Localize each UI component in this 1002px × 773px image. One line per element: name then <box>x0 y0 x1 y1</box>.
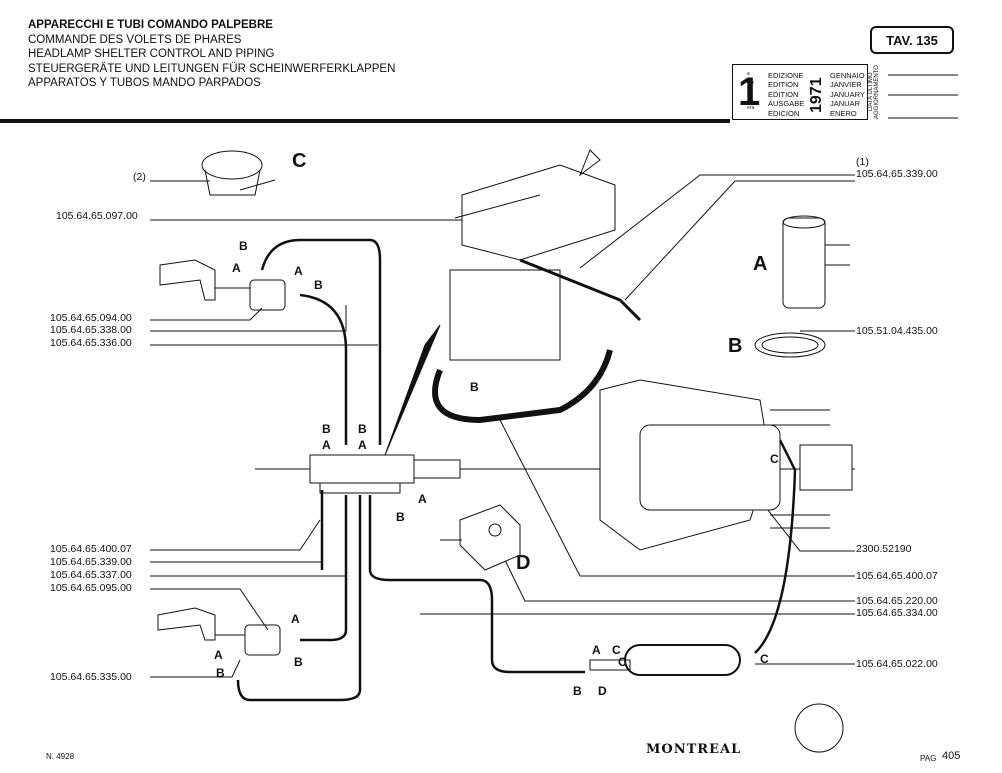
note-1-label: (1) <box>856 156 869 168</box>
part-number-label: 105.64.65.400.07 <box>856 570 938 582</box>
edition-word: EDITION <box>768 80 799 90</box>
upper-cylinder <box>249 279 286 311</box>
part-number-label: 105.64.65.339.00 <box>856 168 938 180</box>
edition-suffix: st <box>747 88 751 94</box>
callout-letter: C <box>612 643 621 657</box>
part-number-label: 105.64.65.335.00 <box>50 671 132 683</box>
hose <box>432 349 613 424</box>
page-label: PAG <box>920 754 937 763</box>
letter-b-big: B <box>728 335 743 357</box>
distributor-block <box>309 454 415 484</box>
pipe <box>754 439 797 654</box>
callout-letter: A <box>214 648 223 662</box>
part-b-clip <box>754 332 826 358</box>
callout-letter: B <box>314 278 323 292</box>
table-number-badge: TAV. 135 <box>870 26 954 54</box>
valve-d <box>459 504 521 571</box>
edition-word: EDIZIONE <box>768 71 804 80</box>
lower-lever <box>157 607 216 641</box>
callout-letter: B <box>294 655 303 669</box>
part-number-label: 105.64.65.339.00 <box>50 556 132 568</box>
callout-letter: A <box>294 264 303 278</box>
edition-words: EDIZIONE EDITION EDITION AUSGABE EDICION <box>768 71 804 118</box>
pipe <box>299 293 348 445</box>
part-number-label: 105.64.65.336.00 <box>50 337 132 349</box>
callout-letter: B <box>358 422 367 436</box>
pipe <box>236 495 362 702</box>
edition-month: JANVIER <box>830 80 862 90</box>
brand-logo-text: MONTREAL <box>646 742 742 757</box>
callout-letter: C <box>770 452 779 466</box>
vacuum-reservoir <box>624 644 741 676</box>
pipe <box>300 495 348 642</box>
edition-box <box>732 64 868 120</box>
headlamp-unit <box>461 164 616 261</box>
part-number-label: 105.64.65.094.00 <box>50 312 132 324</box>
part-number-label: 2300.52190 <box>856 543 912 555</box>
part-number-label: 105.64.65.337.00 <box>50 569 132 581</box>
pointer-arrow <box>384 324 441 456</box>
edition-months: GENNAIO JANVIER JANUARY JANUAR ENERO <box>830 71 865 118</box>
part-number-label: 105.64.65.097.00 <box>56 210 138 222</box>
callout-letter: B <box>239 239 248 253</box>
callout-letter: B <box>396 510 405 524</box>
callout-letter: B <box>573 684 582 698</box>
pipe <box>260 238 382 445</box>
part-number-label: 105.64.65.220.00 <box>856 595 938 607</box>
callout-letter: A <box>592 643 601 657</box>
edition-word: EDICION <box>768 108 800 118</box>
part-number-label: 105.64.65.338.00 <box>50 324 132 336</box>
logo-emblem <box>794 703 844 753</box>
edition-suffix: ere <box>747 79 755 86</box>
pipe <box>368 495 585 674</box>
vacuum-pipe <box>519 258 642 322</box>
edition-word: AUSGABE <box>768 99 805 109</box>
title-en: HEADLAMP SHELTER CONTROL AND PIPING <box>28 48 275 60</box>
title-it: APPARECCHI E TUBI COMANDO PALPEBRE <box>28 19 273 31</box>
letter-a-big: A <box>753 253 768 275</box>
callout-letter: B <box>322 422 331 436</box>
title-de: STEUERGERÄTE UND LEITUNGEN FÜR SCHEINWER… <box>28 62 396 75</box>
callout-letter: A <box>232 261 241 275</box>
callout-letter: B <box>216 666 225 680</box>
footer-code: N. 4928 <box>46 752 75 761</box>
part-number-label: 105.64.65.095.00 <box>50 582 132 594</box>
letter-c-big: C <box>292 150 307 172</box>
edition-month: JANUAR <box>830 99 861 109</box>
note-2-label: (2) <box>133 171 146 183</box>
callout-letter: A <box>322 438 331 452</box>
header-titles: APPARECCHI E TUBI COMANDO PALPEBRE COMMA… <box>28 18 395 91</box>
edition-suffixes: a ere st . era <box>747 70 754 113</box>
edition-word: EDITION <box>768 89 799 99</box>
callout-letter: D <box>598 684 607 698</box>
edition-month: ENERO <box>830 108 857 118</box>
part-number-label: 105.51.04.435.00 <box>856 325 938 337</box>
callout-letter: A <box>418 492 427 506</box>
part-a-tube <box>782 217 826 309</box>
edition-suffix: a <box>747 71 750 77</box>
callout-letter: C <box>618 655 627 669</box>
part-number-label: 105.64.65.400.07 <box>50 543 132 555</box>
callout-letter: C <box>760 652 769 666</box>
edition-month: JANUARY <box>830 89 865 99</box>
callout-letter: A <box>358 438 367 452</box>
letter-d-big: D <box>516 552 531 574</box>
edition-month: GENNAIO <box>830 71 865 80</box>
edition-number: 1 <box>738 70 761 114</box>
part-number-label: 105.64.65.022.00 <box>856 658 938 670</box>
page-number: 405 <box>942 750 961 762</box>
lower-cylinder <box>244 624 281 656</box>
upper-lever <box>159 259 216 301</box>
callout-letter: B <box>470 380 479 394</box>
title-es: APPARATOS Y TUBOS MANDO PARPADOS <box>28 77 261 89</box>
edition-suffix: era <box>747 105 755 111</box>
title-fr: COMMANDE DES VOLETS DE PHARES <box>28 33 242 46</box>
clamp-c <box>201 150 263 180</box>
part-number-label: 105.64.65.334.00 <box>856 607 938 619</box>
edition-suffix: . <box>747 96 749 103</box>
callout-letter: A <box>291 612 300 626</box>
